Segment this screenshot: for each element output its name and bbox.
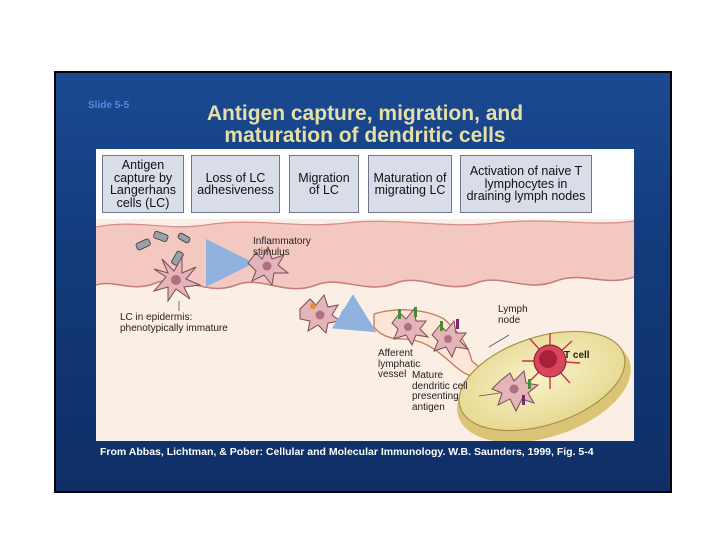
arrow-migration [331, 294, 377, 333]
slide-title: Antigen capture, migration, and maturati… [174, 103, 556, 147]
title-line-1: Antigen capture, migration, and [206, 102, 524, 125]
step-loss-of-adhesiveness: Loss of LC adhesiveness [191, 155, 280, 213]
step-activation: Activation of naive T lymphocytes in dra… [460, 155, 592, 213]
label-mature-dc: Mature dendritic cell presenting antigen [412, 370, 468, 413]
maturing-cells [391, 307, 470, 359]
step-antigen-capture: Antigen capture by Langerhans cells (LC) [102, 155, 184, 213]
slide: Slide 5-5 Antigen capture, migration, an… [54, 71, 672, 493]
tissue-illustration [96, 219, 634, 441]
antigen-particles [135, 230, 191, 266]
label-lymph-node: Lymph node [498, 304, 528, 326]
t-cell [522, 333, 581, 389]
title-line-2: maturation of dendritic cells [224, 124, 506, 147]
label-inflammatory-stimulus: Inflammatory stimulus [253, 236, 311, 258]
lymph-node [457, 330, 631, 441]
slide-number: Slide 5-5 [88, 100, 130, 111]
label-t-cell: T cell [564, 350, 590, 361]
diagram-figure: Antigen capture by Langerhans cells (LC)… [96, 149, 634, 441]
step-migration: Migration of LC [289, 155, 359, 213]
source-citation: From Abbas, Lichtman, & Pober: Cellular … [100, 446, 594, 458]
label-afferent-vessel: Afferent lymphatic vessel [378, 348, 421, 380]
label-lc-epidermis: LC in epidermis: phenotypically immature [120, 312, 228, 334]
step-maturation: Maturation of migrating LC [368, 155, 452, 213]
